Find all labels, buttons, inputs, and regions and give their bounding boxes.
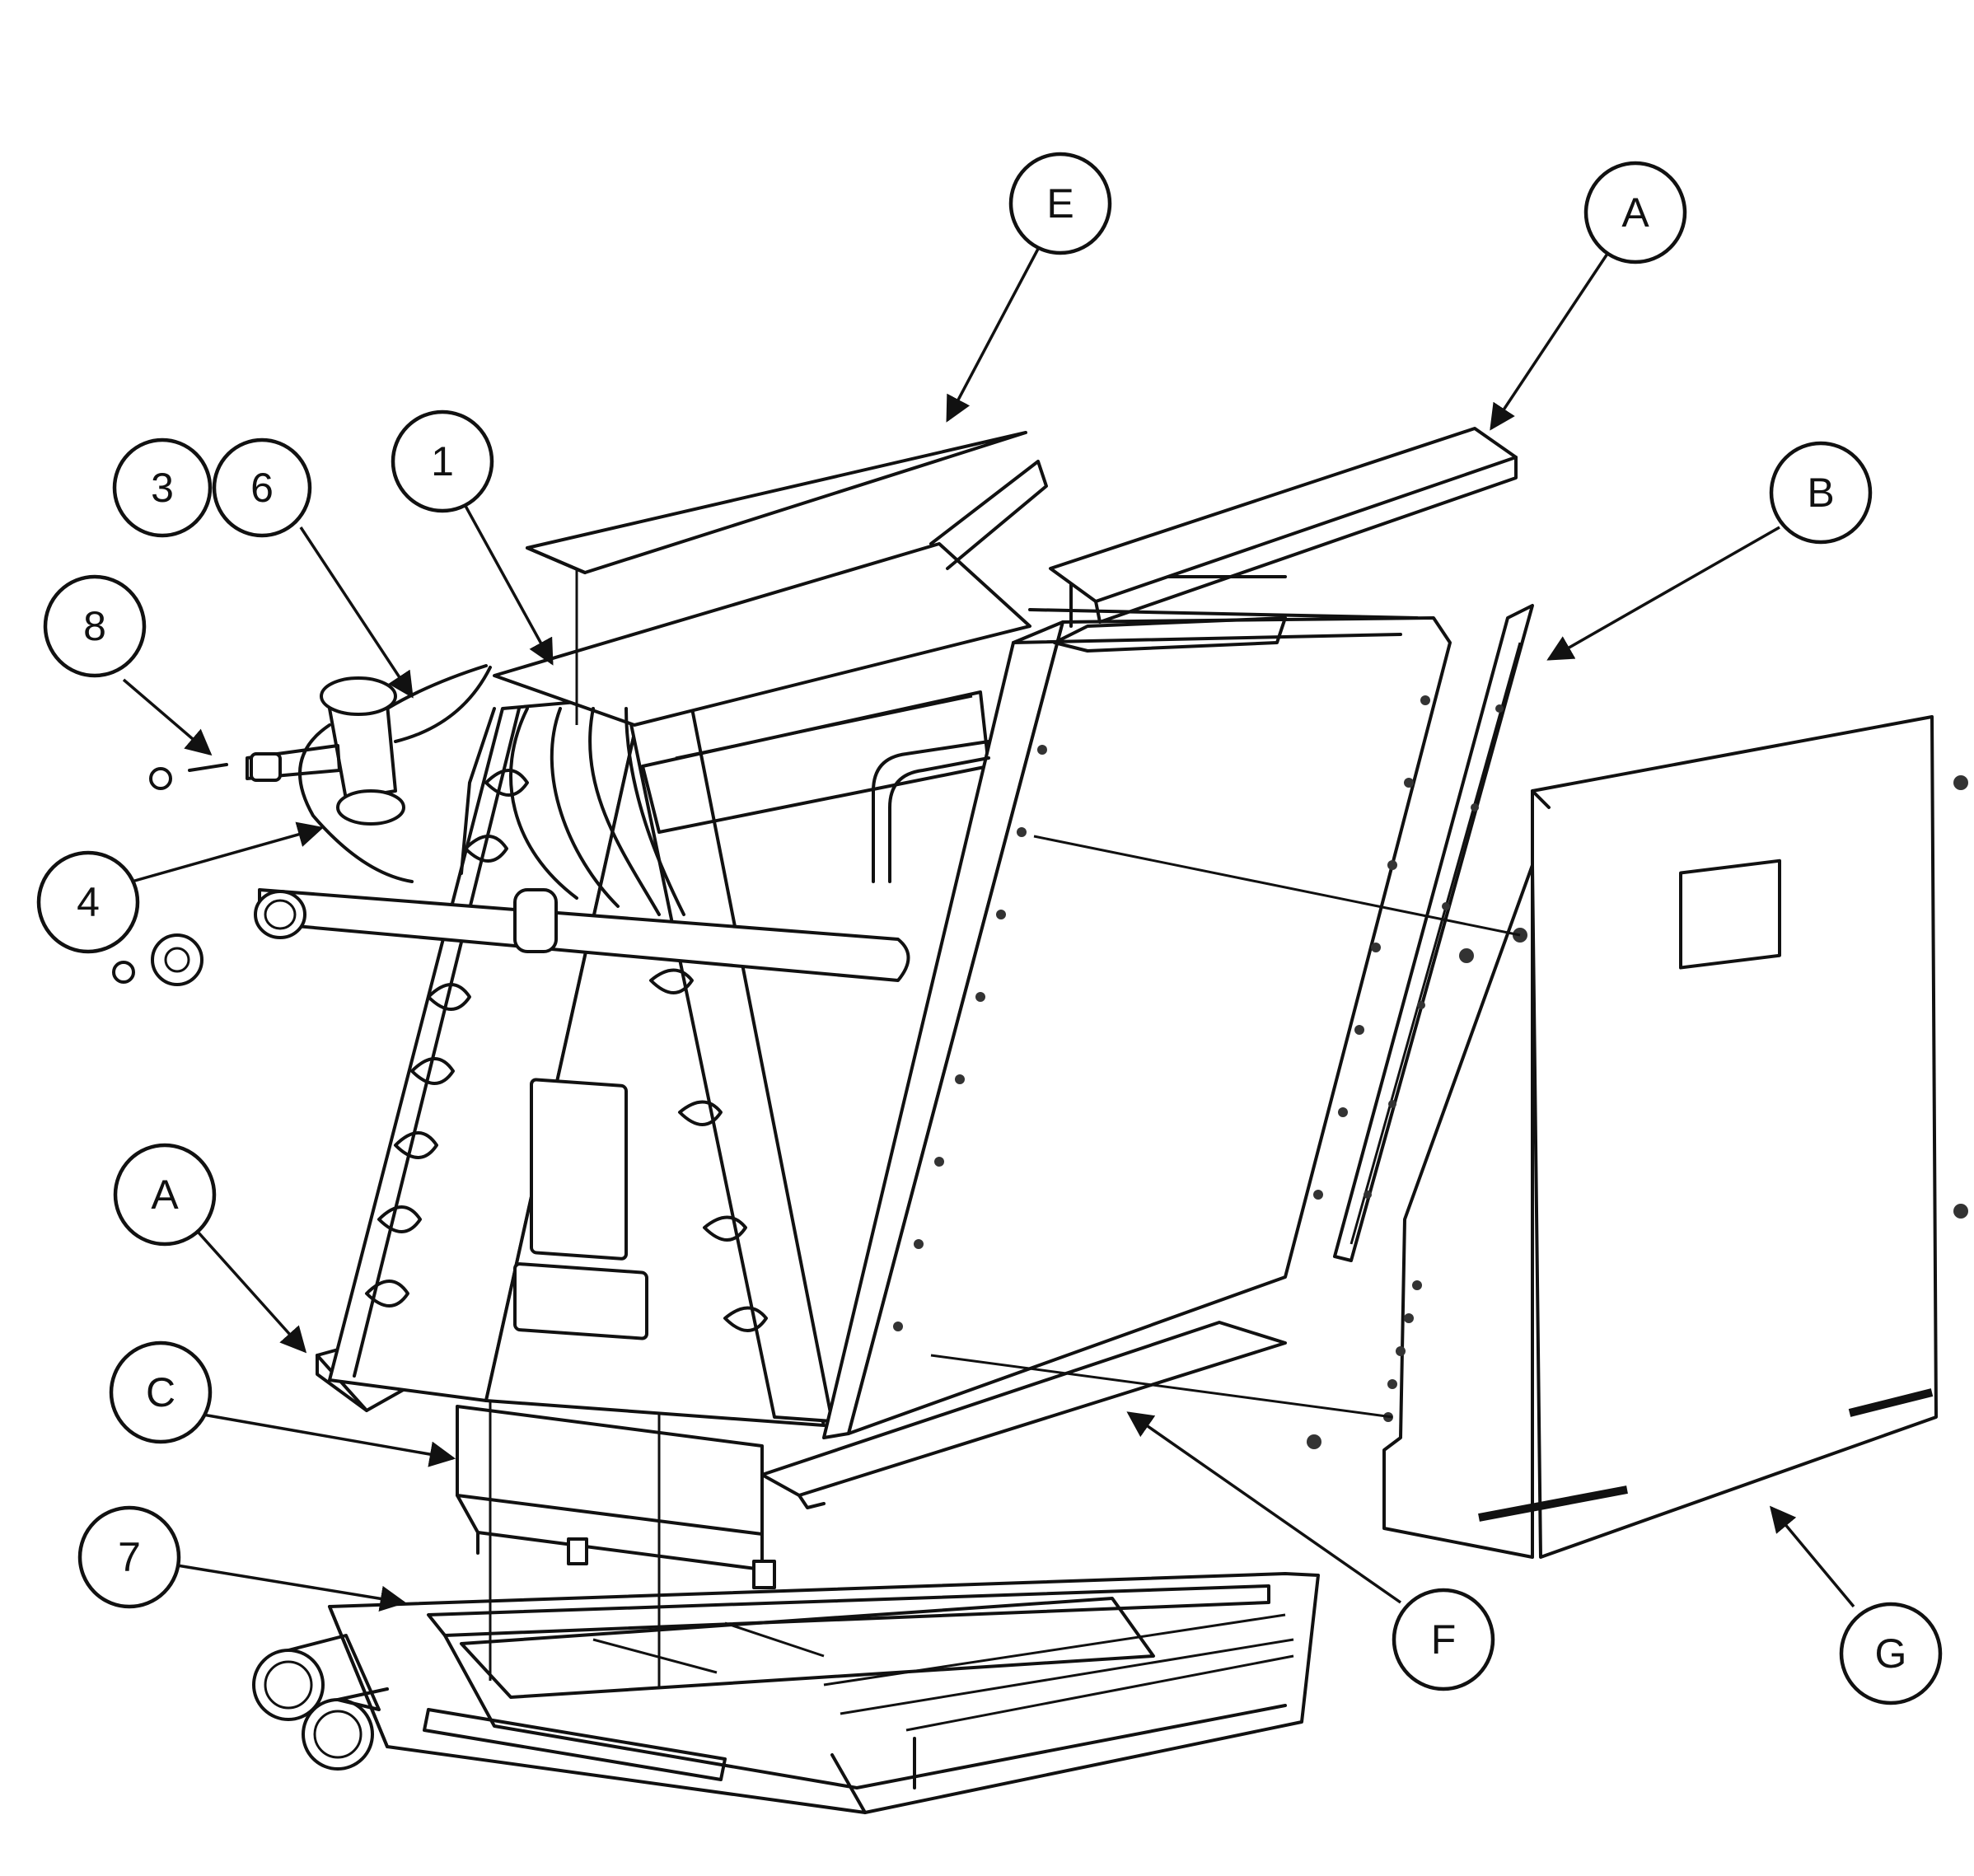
top-shield-a [1049, 427, 1518, 624]
callout-3-label: 3 [151, 465, 174, 511]
callout-c: C [109, 1340, 213, 1444]
callout-3: 3 [112, 437, 213, 538]
callout-7: 7 [77, 1505, 181, 1609]
callout-g: G [1839, 1602, 1943, 1705]
callout-f-label: F [1431, 1616, 1457, 1663]
slab-rivets [893, 695, 1430, 1331]
a-coil [328, 460, 1452, 1439]
callout-8-label: 8 [83, 603, 106, 649]
callout-c-label: C [146, 1369, 175, 1415]
leader-lines [122, 248, 1855, 1612]
callout-e: E [1008, 152, 1112, 255]
callout-g-label: G [1875, 1630, 1907, 1677]
callout-6: 6 [212, 437, 312, 538]
callout-1: 1 [391, 409, 494, 513]
callout-f: F [1392, 1588, 1495, 1691]
expansion-valve [149, 664, 492, 883]
suction-line [254, 707, 990, 982]
callout-a-top-label: A [1621, 189, 1649, 236]
callout-6-label: 6 [250, 465, 274, 511]
callout-4: 4 [36, 850, 140, 954]
callout-1-label: 1 [431, 438, 454, 484]
left-return-bends [365, 769, 529, 1308]
top-shield-e [526, 431, 1027, 725]
callout-a-bottom-label: A [151, 1172, 179, 1218]
drain-pan [252, 1572, 1320, 1814]
callout-a-top: A [1583, 161, 1687, 264]
callout-7-label: 7 [118, 1534, 141, 1580]
callout-e-label: E [1046, 180, 1074, 227]
fittings [112, 933, 203, 986]
access-panel-g [930, 715, 1968, 1559]
strip-b [1333, 604, 1534, 1262]
right-return-bends [649, 968, 768, 1332]
callout-b: B [1769, 441, 1873, 545]
callout-a-bottom: A [113, 1143, 217, 1247]
callout-8: 8 [43, 574, 147, 678]
callout-4-label: 4 [77, 879, 100, 925]
callout-b-label: B [1807, 470, 1834, 516]
